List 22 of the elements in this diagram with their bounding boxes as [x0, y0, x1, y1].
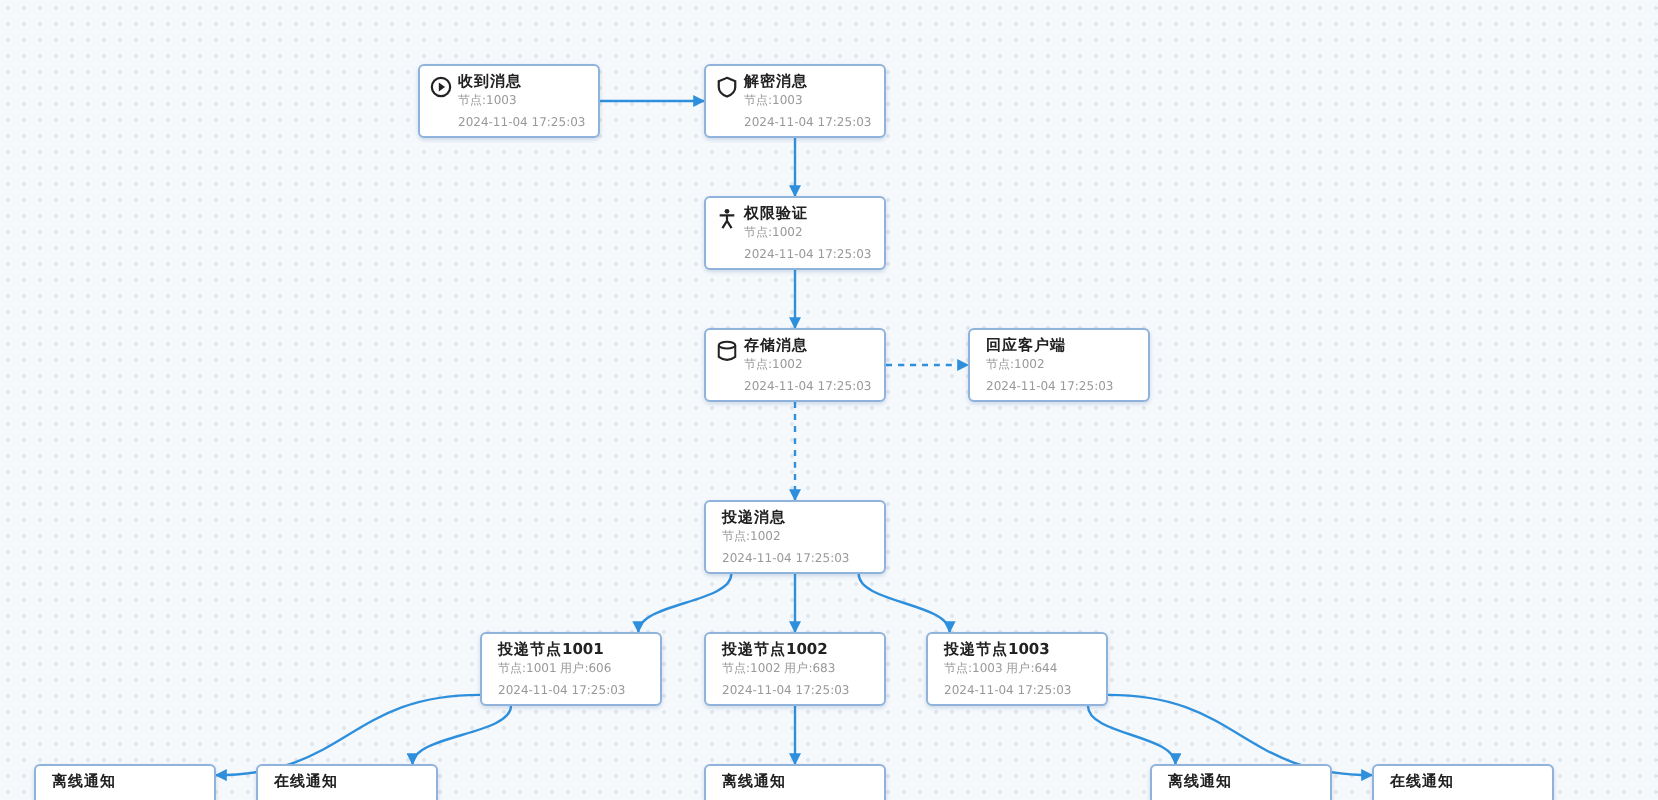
process-box [480, 632, 662, 706]
arrow [857, 573, 953, 634]
arrow [214, 693, 481, 781]
process-box [704, 328, 886, 402]
arrow [635, 573, 733, 634]
arrow [789, 270, 801, 330]
arrow [1107, 693, 1374, 781]
arrow [600, 95, 706, 107]
process-box [704, 500, 886, 574]
process-box [704, 64, 886, 138]
process-box [968, 328, 1150, 402]
arrow [789, 706, 801, 766]
process-box [418, 64, 600, 138]
arrow [1086, 705, 1179, 766]
process-box [926, 632, 1108, 706]
arrow [886, 359, 970, 371]
arrow [789, 138, 801, 198]
arrow [409, 705, 513, 766]
arrow [789, 402, 801, 502]
process-box [704, 196, 886, 270]
arrow [789, 574, 801, 634]
process-box [704, 632, 886, 706]
